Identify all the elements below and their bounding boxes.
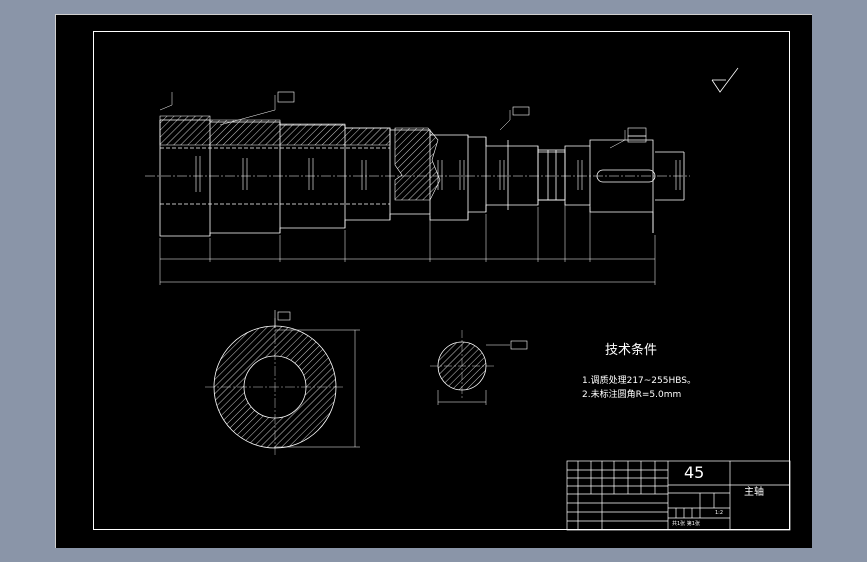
drawing-border	[93, 31, 790, 530]
section-a-a	[205, 310, 360, 455]
title-block-scale: 1:2	[715, 510, 724, 516]
title-block-part-name: 主轴	[744, 487, 764, 498]
title-block	[566, 460, 791, 531]
dimension-lines	[159, 92, 656, 285]
thread-marks	[195, 156, 681, 192]
title-block-material: 45	[684, 463, 705, 482]
roughness-symbol	[711, 67, 739, 93]
title-block-sheet-info: 共1张 第1张	[672, 521, 700, 527]
technical-requirement-1: 1.调质处理217~255HBS。	[582, 376, 696, 386]
flange-hatch-section	[394, 127, 441, 201]
drawing-viewport	[55, 14, 812, 548]
section-b-b	[430, 330, 510, 405]
technical-requirement-2: 2.未标注圆角R=5.0mm	[582, 390, 682, 400]
technical-requirements-title: 技术条件	[605, 343, 658, 358]
shaft-hatch-section	[159, 115, 391, 146]
